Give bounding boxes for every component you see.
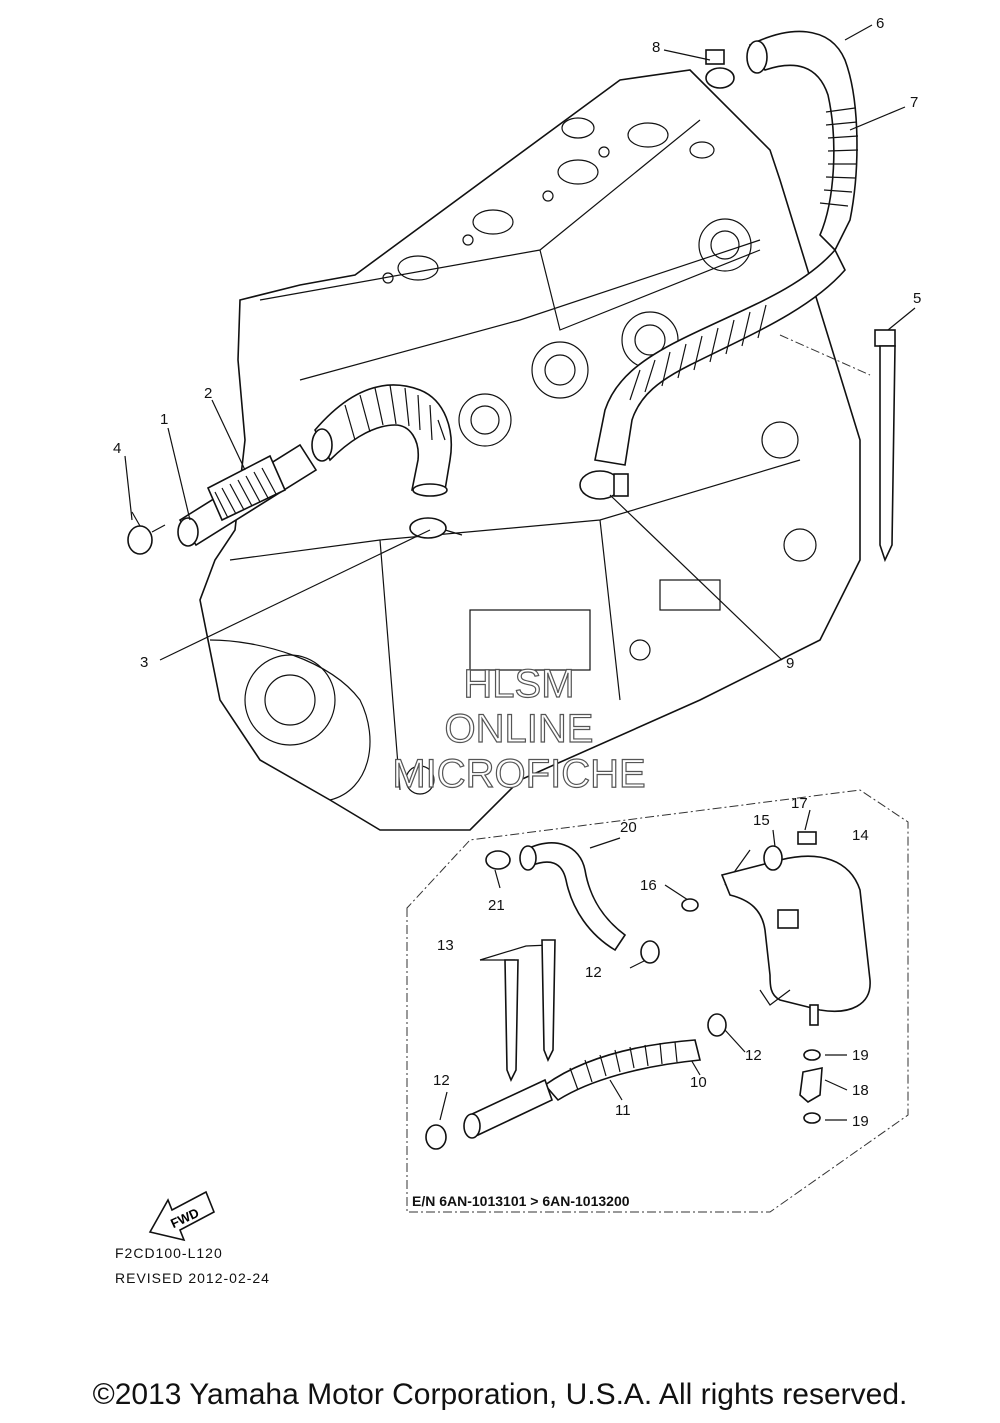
callout-1: 1: [160, 411, 168, 428]
inset-part-10-11-hose: [463, 1039, 702, 1139]
callout-13: 13: [437, 937, 454, 954]
inset-part-13-cable-ties: [504, 939, 556, 1082]
engine-block: [199, 69, 861, 831]
watermark-line2: ONLINE: [445, 707, 594, 751]
fwd-arrow-icon: FWD: [148, 1190, 216, 1242]
callout-17: 17: [791, 795, 808, 812]
copyright-notice: ©2013 Yamaha Motor Corporation, U.S.A. A…: [92, 1378, 908, 1411]
inset-part-14-breather-tank: [720, 855, 871, 1026]
part-3-elbow-hose: [311, 384, 463, 539]
leader-lines: [124, 24, 916, 1121]
callout-12-c: 12: [433, 1072, 450, 1089]
inset-part-21-clamp: [485, 850, 511, 870]
part-6-7-upper-hose: [746, 30, 859, 252]
watermark-line1: HLSM: [463, 662, 574, 706]
callout-19-a: 19: [852, 1047, 869, 1064]
inset-part-12-clip-c: [425, 1124, 447, 1150]
revised-date: REVISED 2012-02-24: [115, 1270, 270, 1286]
inset-part-16-bolt: [681, 898, 699, 912]
serial-note: E/N 6AN-1013101 > 6AN-1013200: [412, 1193, 630, 1209]
callout-8: 8: [652, 39, 660, 56]
part-right-bellows-hose: [594, 248, 846, 466]
inset-part-17-bolt: [797, 831, 817, 845]
callout-7: 7: [910, 94, 918, 111]
inset-part-20-hose: [519, 842, 627, 952]
part-2-bellows: [206, 454, 287, 522]
callout-16: 16: [640, 877, 657, 894]
part-5-cable-tie: [874, 329, 896, 563]
callout-18: 18: [852, 1082, 869, 1099]
callout-21: 21: [488, 897, 505, 914]
inset-part-15-grommet: [763, 845, 783, 871]
part-8-clamp: [705, 49, 735, 89]
inset-part-18-hose: [799, 1066, 823, 1103]
callout-9: 9: [786, 655, 794, 672]
callout-19-b: 19: [852, 1113, 869, 1130]
callout-11: 11: [615, 1102, 631, 1119]
callout-4: 4: [113, 440, 121, 457]
callout-10: 10: [690, 1074, 707, 1091]
callouts: 1 2 3 4 5 6 7 8 9 10 11 12 12 12 13 14 1…: [113, 15, 921, 1130]
callout-12-b: 12: [745, 1047, 762, 1064]
callout-14: 14: [852, 827, 869, 844]
watermark: HLSM ONLINE MICROFICHE: [392, 661, 647, 796]
callout-20: 20: [620, 819, 637, 836]
callout-6: 6: [876, 15, 884, 32]
watermark-line3: MICROFICHE: [392, 752, 645, 796]
callout-12-a: 12: [585, 964, 602, 981]
inset-part-19-clips: [803, 1049, 821, 1124]
part-9-clamp: [579, 470, 629, 500]
inset-part-12-clip-a: [640, 940, 660, 964]
callout-15: 15: [753, 812, 770, 829]
diagram-code: F2CD100-L120: [115, 1245, 223, 1261]
inset-part-12-clip-b: [707, 1013, 727, 1037]
part-4-clip: [127, 511, 166, 555]
callout-5: 5: [913, 290, 921, 307]
callout-2: 2: [204, 385, 212, 402]
callout-3: 3: [140, 654, 148, 671]
